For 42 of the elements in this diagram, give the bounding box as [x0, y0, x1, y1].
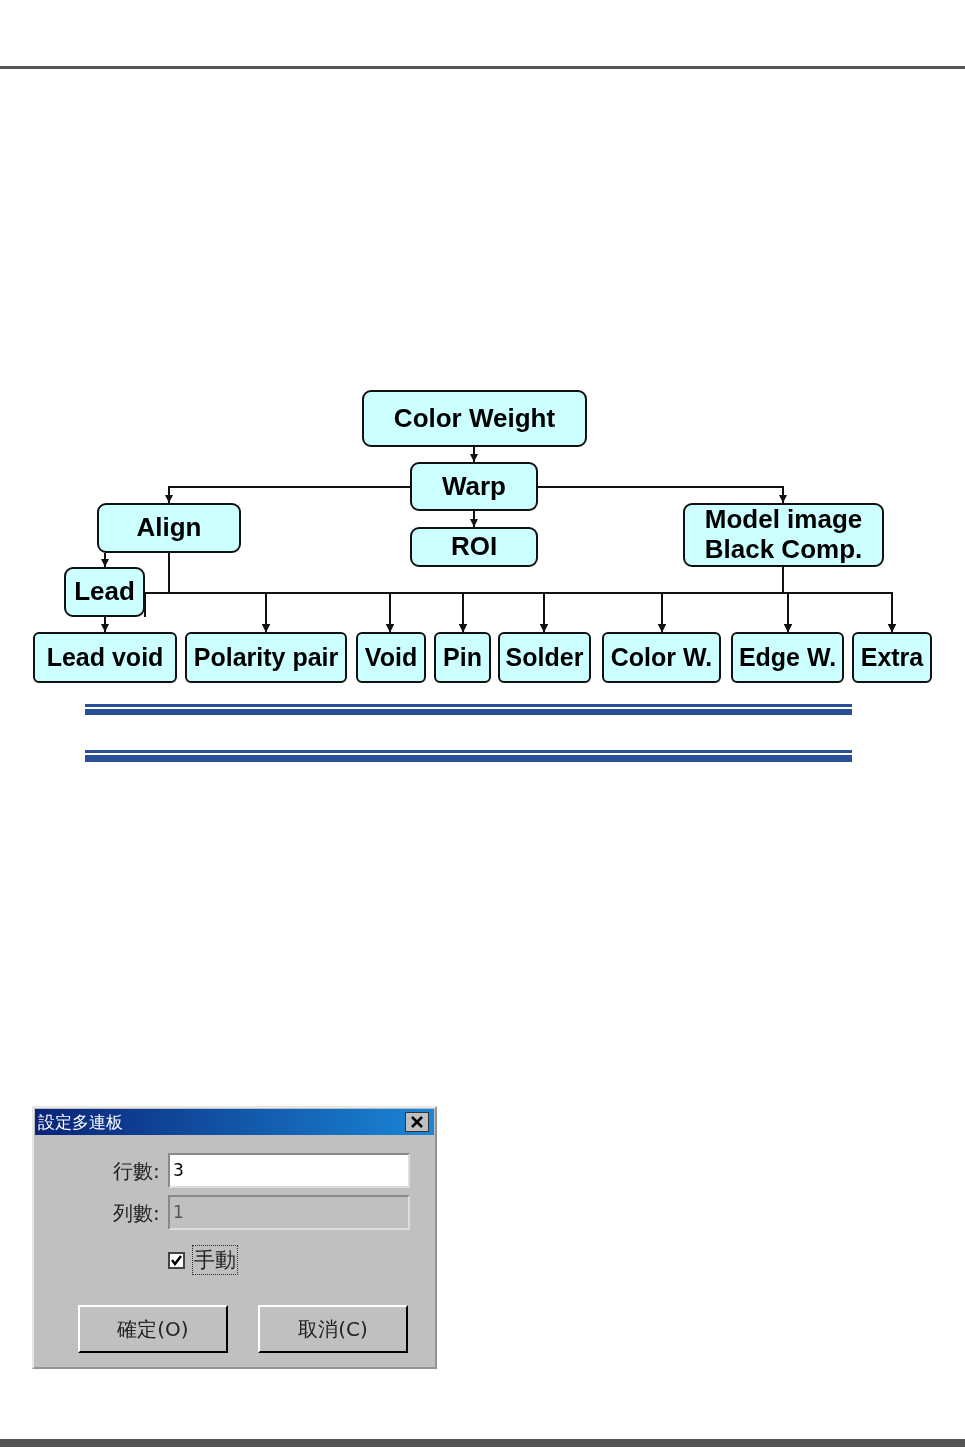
field-label: 行數: [113, 1158, 160, 1185]
process-box [33, 632, 177, 683]
process-box [602, 632, 721, 683]
process-box [852, 632, 932, 683]
arrow [101, 552, 109, 568]
box-label: Model image Black Comp. [703, 505, 864, 565]
cancel-button: 取消(C) [258, 1305, 408, 1353]
box-label: ROI [450, 532, 498, 562]
box-label: Pin [443, 643, 482, 672]
arrow [470, 446, 478, 463]
process-box [356, 632, 426, 683]
box-label: Color W. [610, 643, 713, 672]
arrow [165, 486, 411, 504]
arrow [101, 616, 109, 633]
process-box [434, 632, 491, 683]
process-box [185, 632, 347, 683]
arrow [537, 486, 787, 504]
arrow [470, 510, 478, 528]
process-box [498, 632, 591, 683]
box-label: Color Weight [393, 403, 556, 434]
process-box [683, 503, 884, 567]
process-box [410, 527, 538, 567]
field-label: 列數: [113, 1200, 160, 1227]
dialog-title: 設定多連板 [38, 1111, 123, 1134]
process-box [362, 390, 587, 447]
input-field: 1 [168, 1195, 410, 1230]
box-label: Void [364, 643, 418, 672]
box-label: Align [136, 513, 202, 543]
box-label: Lead void [46, 643, 164, 672]
process-box [731, 632, 844, 683]
box-label: Edge W. [738, 643, 837, 672]
box-label: Solder [505, 643, 584, 672]
input-field: 3 [168, 1153, 410, 1188]
confirm-button: 確定(O) [78, 1305, 228, 1353]
process-box [64, 567, 145, 617]
process-box [410, 462, 538, 511]
process-box [97, 503, 241, 553]
box-label: Extra [860, 643, 924, 672]
box-label: Lead [74, 577, 135, 607]
checkbox-label: 手動 [192, 1245, 238, 1275]
box-label: Polarity pair [193, 643, 339, 672]
box-label: Warp [441, 471, 506, 502]
